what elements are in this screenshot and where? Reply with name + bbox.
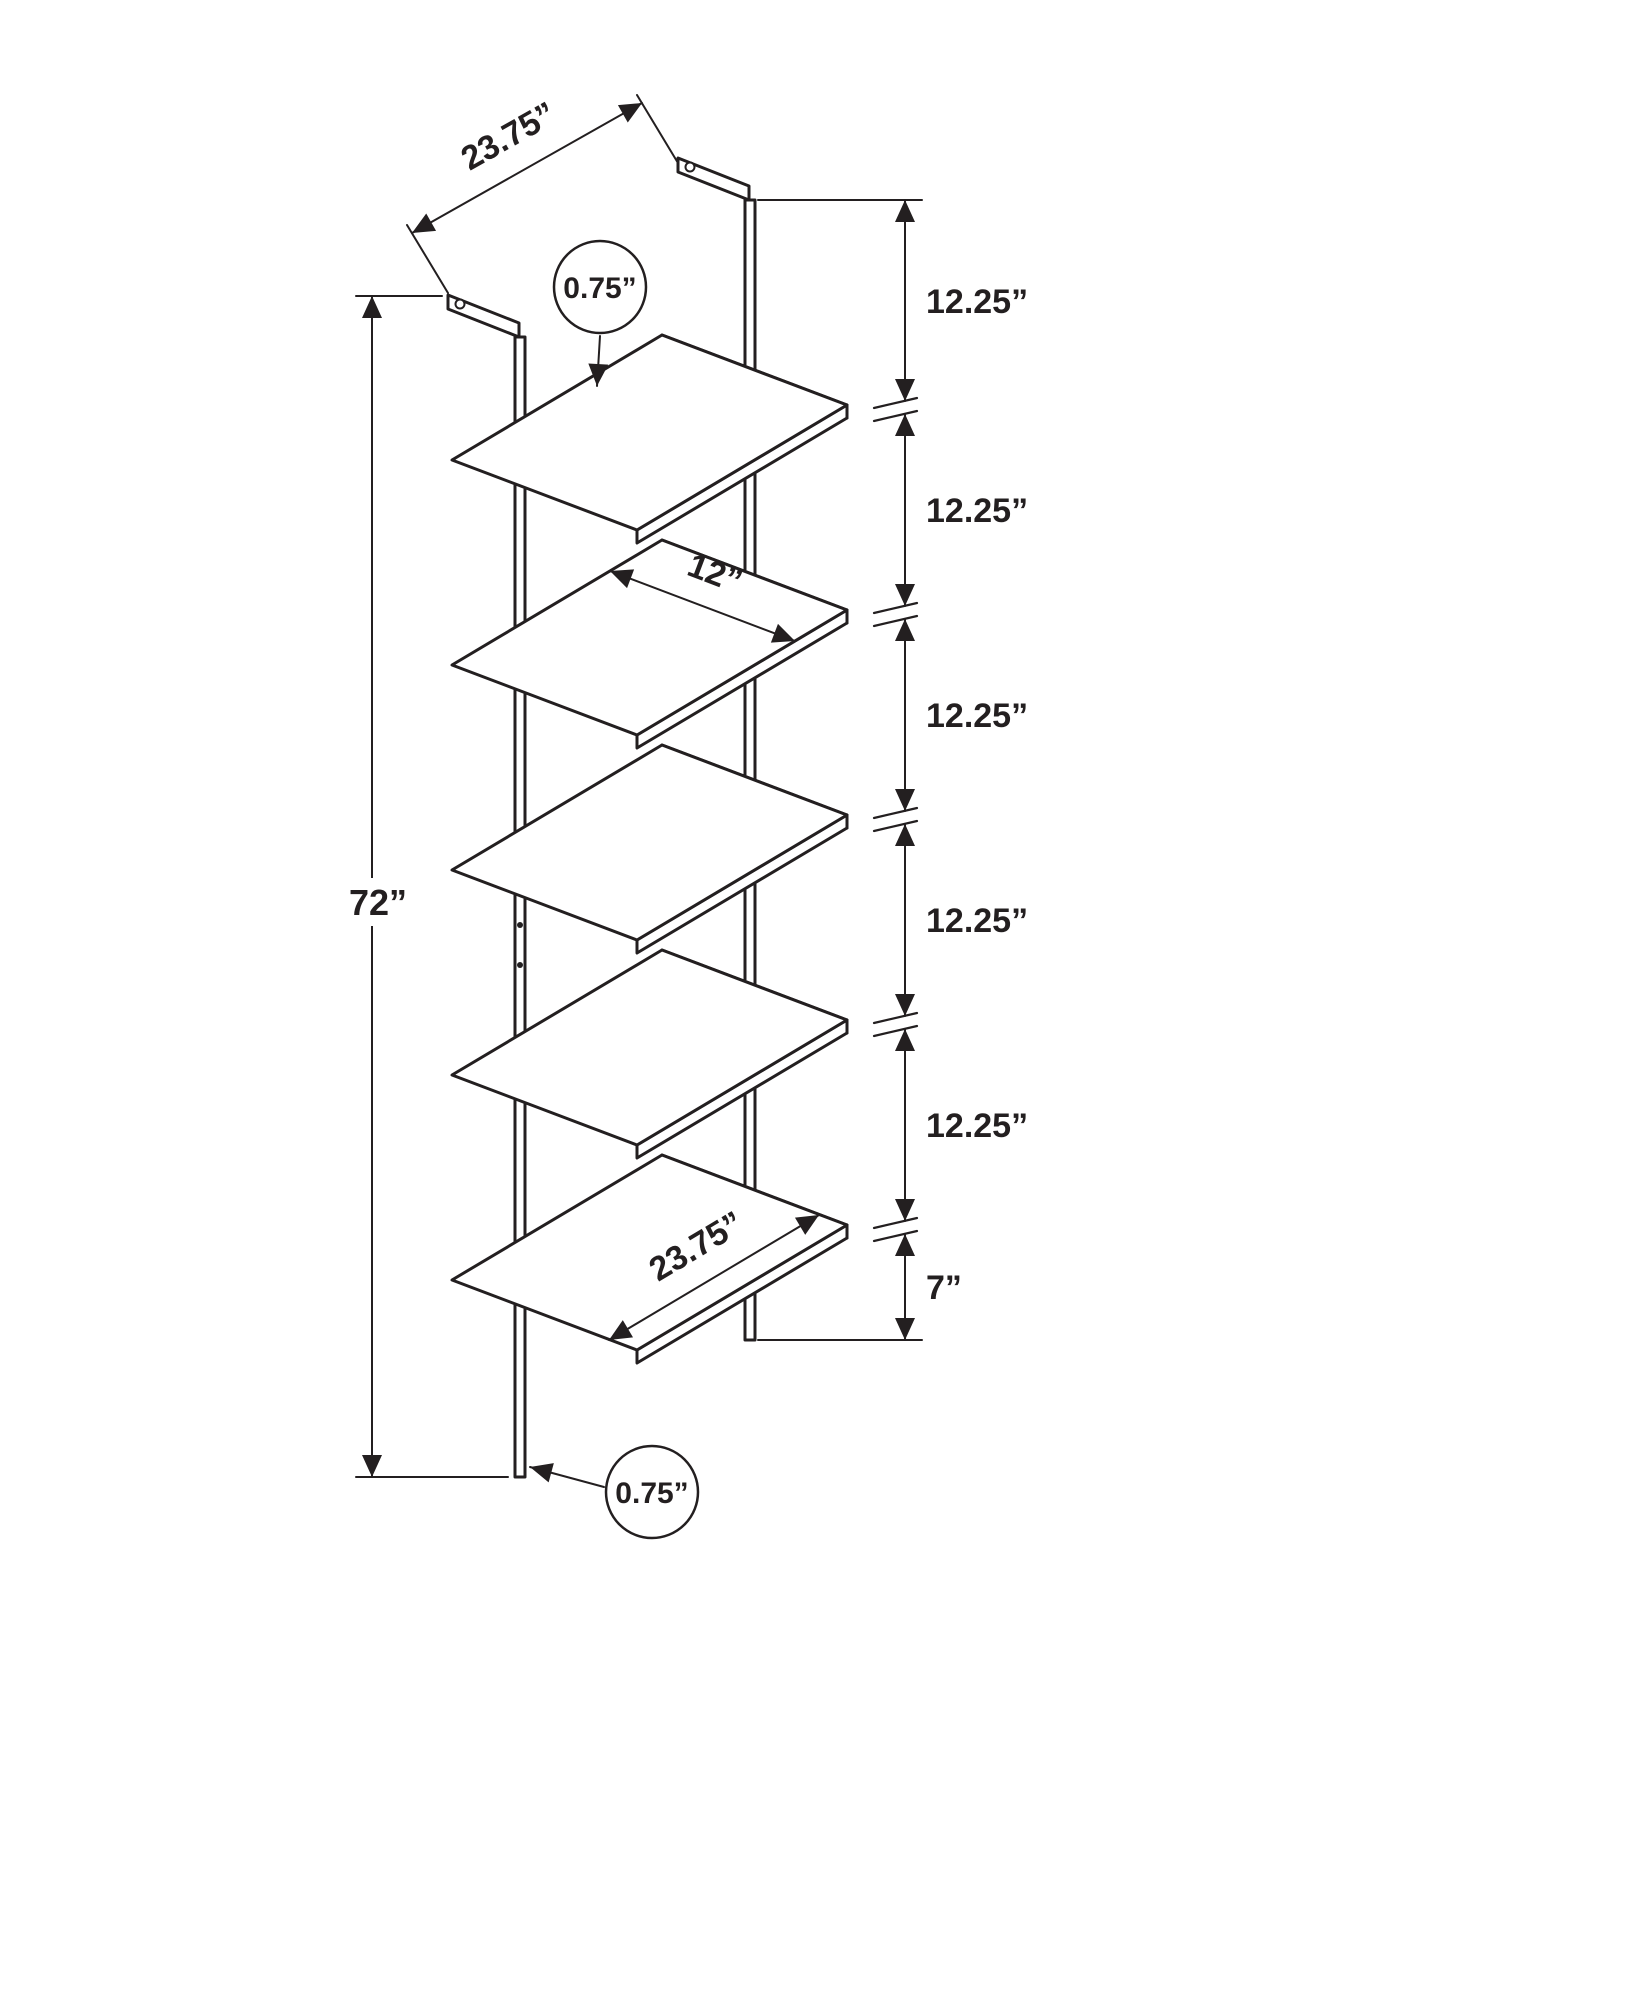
callout-tube-size: 0.75” (529, 1444, 700, 1540)
callout-bottom-label: 0.75” (615, 1477, 688, 1510)
dim-top-width-arrow (411, 102, 643, 234)
dim-top-width-ext-right (636, 94, 679, 164)
dim-height-label: 72” (349, 882, 407, 923)
dim-top-width-ext-left (406, 224, 449, 294)
shelves (450, 333, 849, 1365)
shelf-1 (450, 333, 849, 545)
wall-tab-right (676, 156, 751, 202)
shelf-2 (450, 538, 849, 750)
wall-tab-left (446, 293, 521, 339)
left-rail-screw-dot-2 (517, 962, 523, 968)
dim-height-label-mask (332, 878, 422, 926)
callout-circle-bottom (604, 1444, 700, 1540)
ladder-frame (446, 156, 757, 1479)
callout-circle-top (552, 239, 648, 335)
dim-bottom-width-arrow (608, 1214, 820, 1341)
shelf-3 (450, 743, 849, 955)
dim-top-width-label: 23.75” (455, 95, 563, 178)
shelf-edge-ticks (872, 396, 919, 1243)
dim-depth-arrow (609, 569, 796, 643)
dim-spacing-label-4: 12.25” (926, 902, 1028, 940)
shelf-4 (450, 948, 849, 1160)
callout-top-thickness: 0.75” (552, 239, 648, 387)
callout-top-leader-arrow (588, 335, 609, 387)
dim-spacing-label-3: 12.25” (926, 697, 1028, 735)
left-rail-screw-dot-1 (517, 922, 523, 928)
dim-height: 72” (332, 295, 509, 1478)
dim-right-column: 12.25” 12.25” 12.25” 12.25” 12.25” 7” (757, 199, 1028, 1341)
callout-bottom-leader-arrow (529, 1463, 605, 1488)
wall-tab-left-screw-hole (454, 298, 466, 310)
dim-spacing-label-2: 12.25” (926, 492, 1028, 530)
dim-bottom-gap-label: 7” (926, 1269, 962, 1307)
dim-spacing-label-1: 12.25” (926, 283, 1028, 321)
wall-tab-right-screw-hole (684, 161, 696, 173)
callout-top-label: 0.75” (563, 272, 636, 305)
dim-spacing-label-5: 12.25” (926, 1107, 1028, 1145)
